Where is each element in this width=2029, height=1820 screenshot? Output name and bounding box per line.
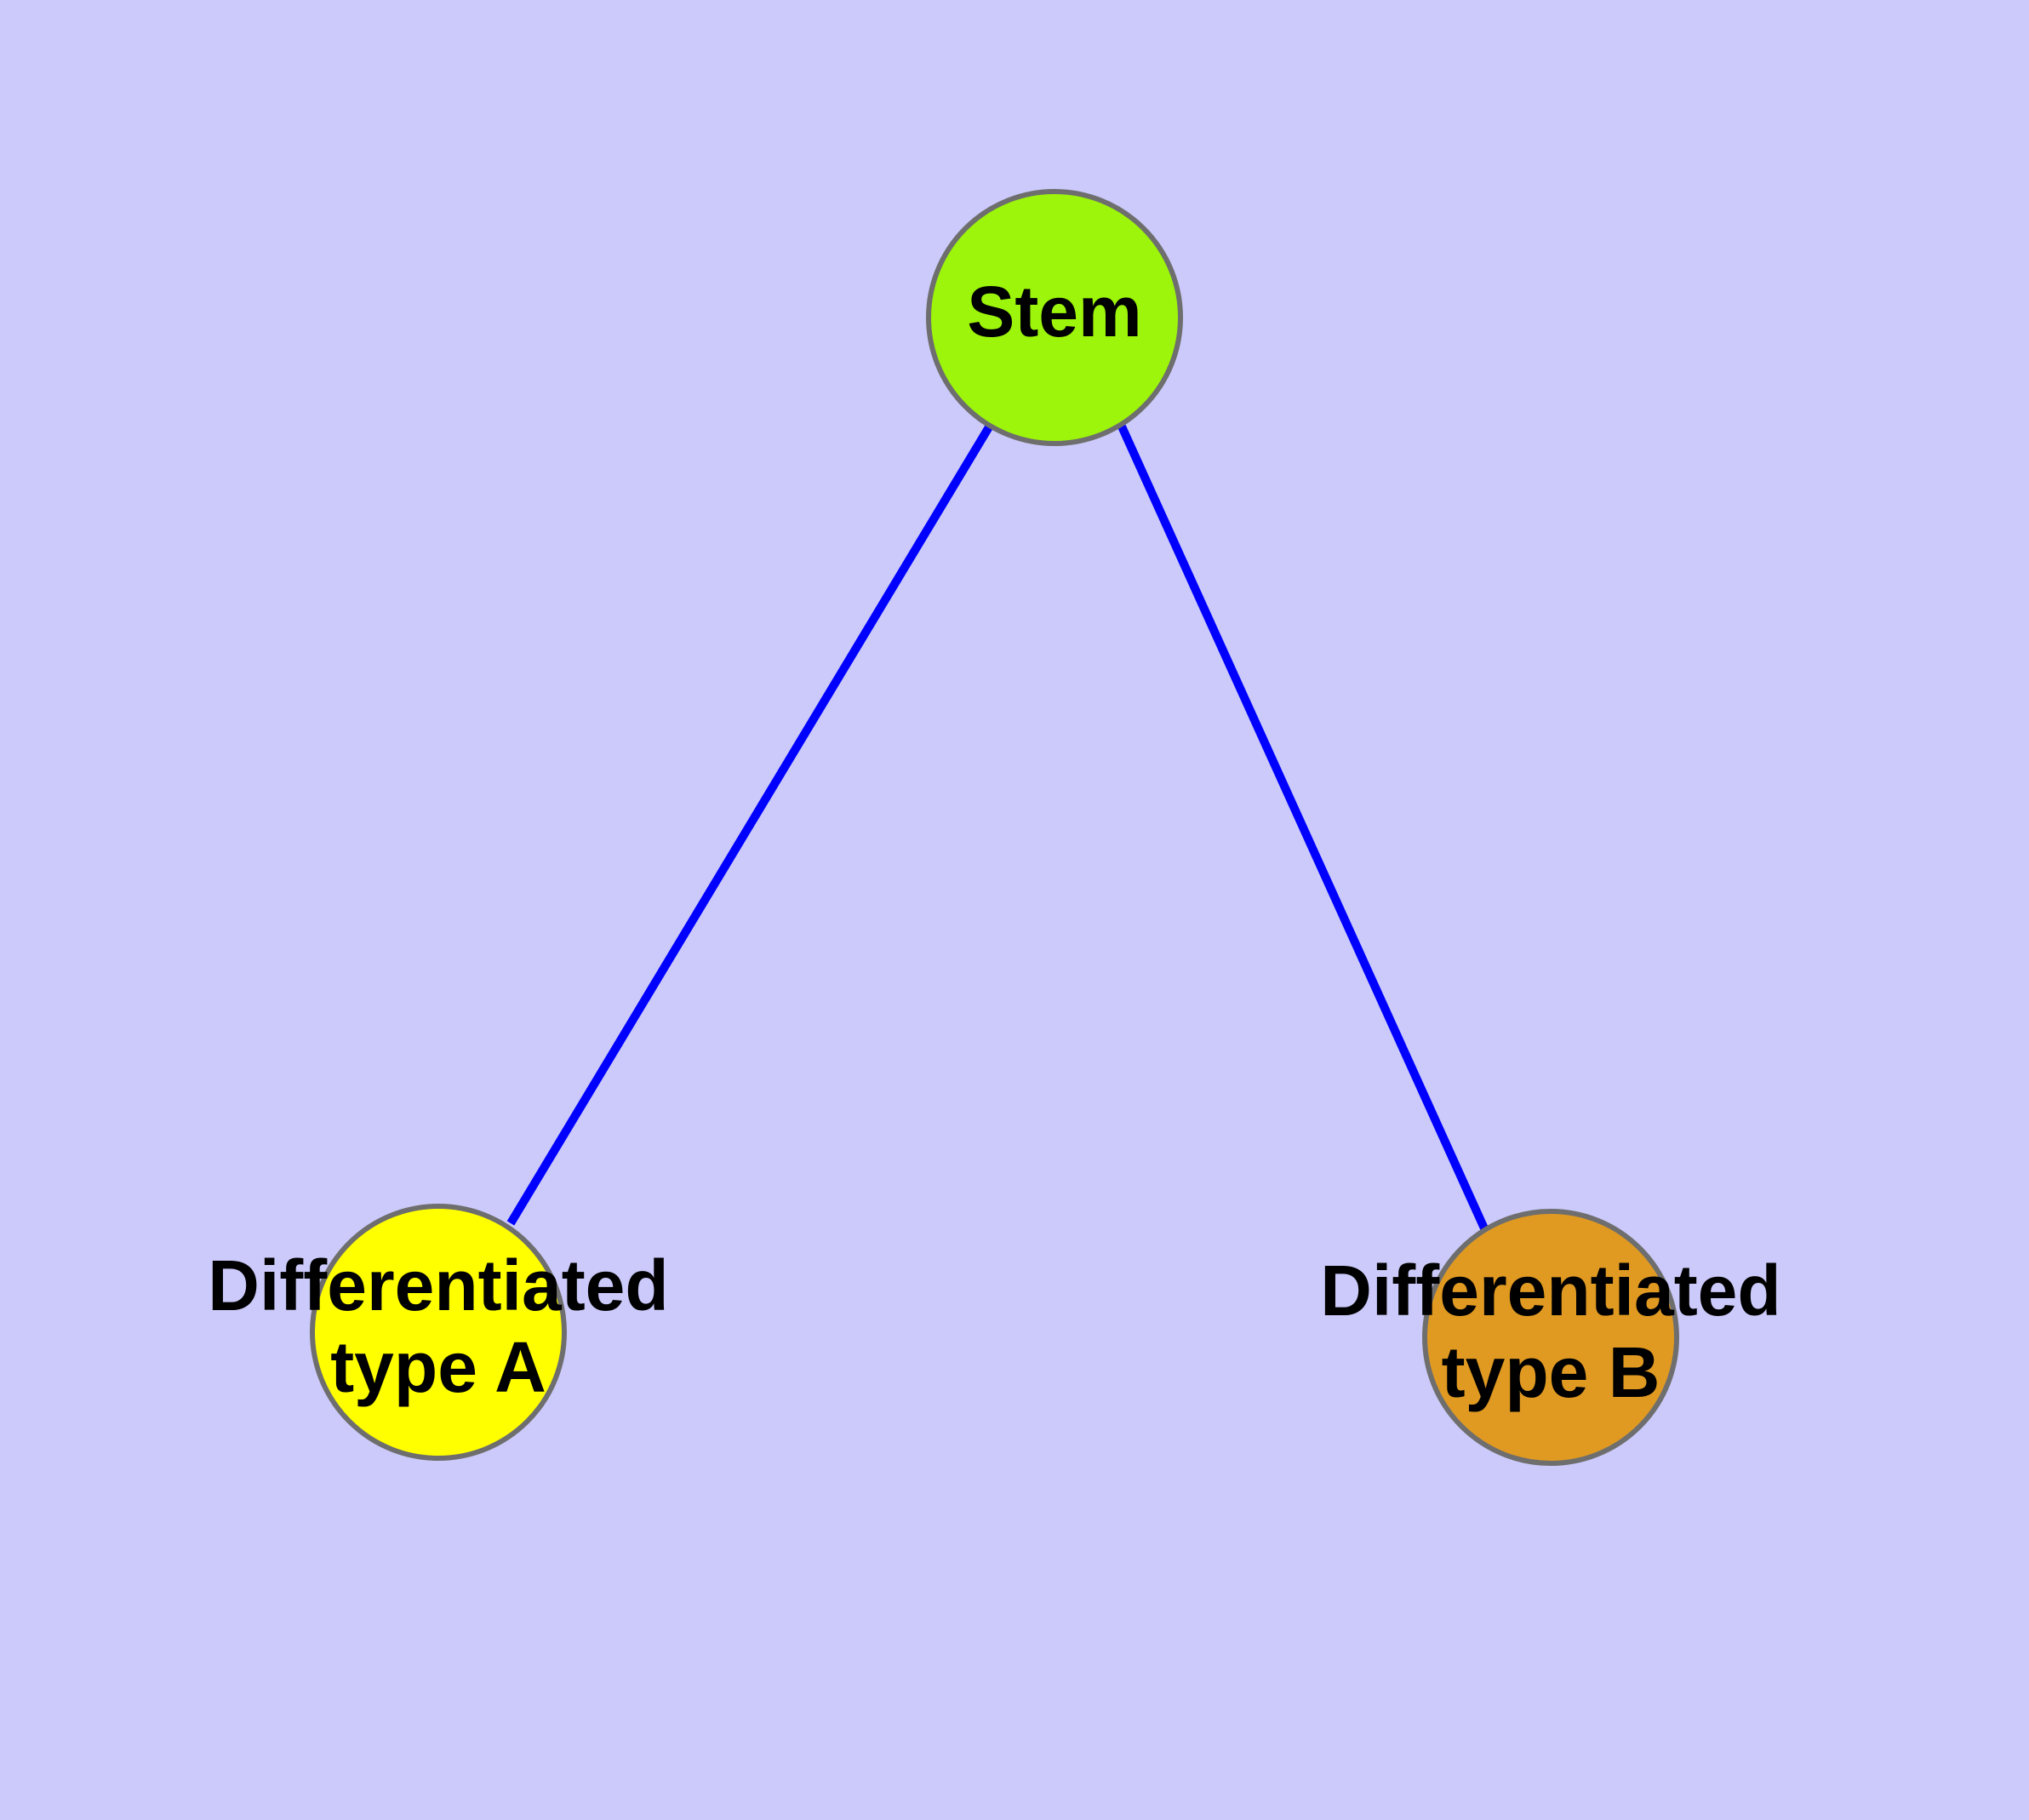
node-label-line: type B bbox=[1442, 1332, 1660, 1412]
node-layer bbox=[310, 189, 1679, 1466]
node-circle-stem[interactable] bbox=[926, 189, 1183, 446]
node-label-line: Differentiated bbox=[208, 1245, 668, 1325]
node-label-line: Stem bbox=[967, 272, 1141, 352]
node-circle-diff-b[interactable] bbox=[1422, 1209, 1679, 1466]
edge-stem-diff-b[interactable] bbox=[1117, 424, 1489, 1231]
edge-stem-diff-a[interactable] bbox=[506, 423, 994, 1226]
node-label-line: type A bbox=[330, 1327, 546, 1407]
edge-layer bbox=[506, 423, 1489, 1231]
node-circle-diff-a[interactable] bbox=[310, 1204, 567, 1461]
node-label-stem: Stem bbox=[967, 272, 1141, 352]
node-label-line: Differentiated bbox=[1320, 1251, 1780, 1331]
